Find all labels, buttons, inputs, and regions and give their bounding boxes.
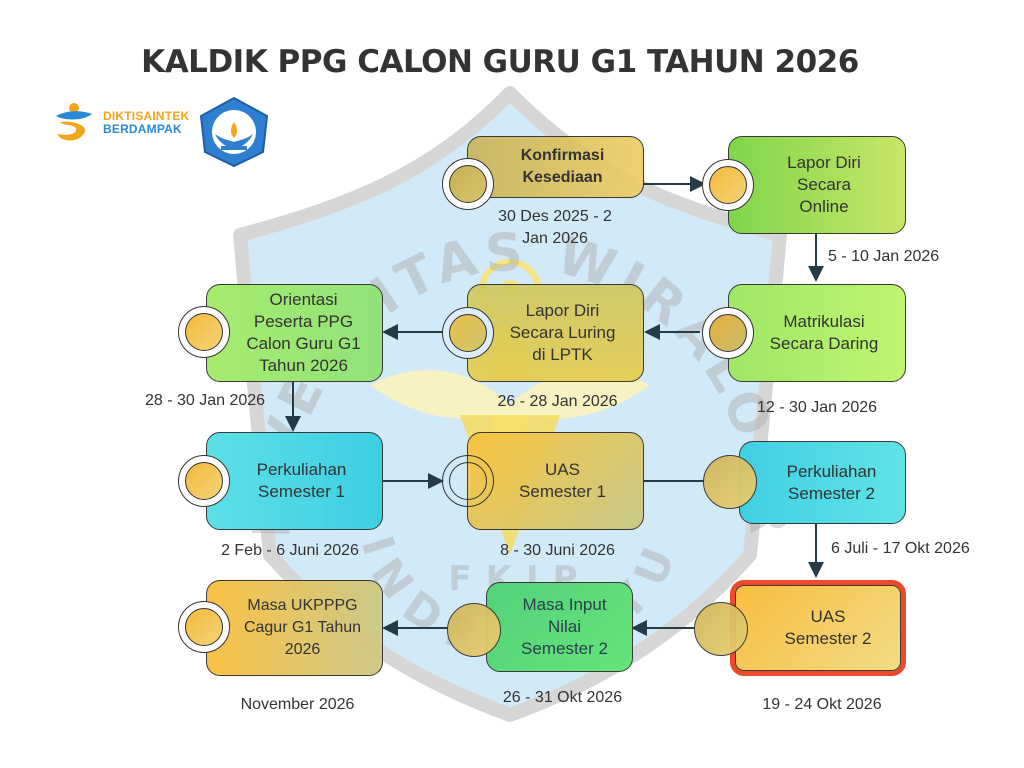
node-uas-semester-1[interactable]: UAS Semester 1 <box>467 432 644 530</box>
node-marker-lapor-luring <box>442 307 494 359</box>
node-label: Perkuliahan Semester 2 <box>786 461 877 503</box>
node-perkuliahan-semester-2[interactable]: Perkuliahan Semester 2 <box>739 441 906 524</box>
node-marker-ukpppg <box>178 601 230 653</box>
date-orientasi: 28 - 30 Jan 2026 <box>144 392 266 409</box>
date-perkuliahan-2: 6 Juli - 17 Okt 2026 <box>831 540 970 557</box>
node-masa-ukpppg[interactable]: Masa UKPPPG Cagur G1 Tahun 2026 <box>206 580 383 676</box>
node-konfirmasi-kesediaan[interactable]: Konfirmasi Kesediaan <box>467 136 644 198</box>
date-perkuliahan-1: 2 Feb - 6 Juni 2026 <box>221 542 359 559</box>
node-marker-matrikulasi <box>702 307 754 359</box>
diktisaintek-line1: DIKTISAINTEK <box>103 109 190 123</box>
date-konfirmasi: 30 Des 2025 - 2 Jan 2026 <box>498 208 612 247</box>
date-input-nilai: 26 - 31 Okt 2026 <box>502 689 623 706</box>
node-label: Lapor Diri Secara Luring di LPTK <box>509 301 616 364</box>
node-marker-uas-2 <box>694 602 748 656</box>
page-title: KALDIK PPG CALON GURU G1 TAHUN 2026 <box>141 44 859 80</box>
node-marker-input-nilai <box>447 603 501 657</box>
date-uas-2: 19 - 24 Okt 2026 <box>762 696 882 713</box>
node-marker-lapor-online <box>702 159 754 211</box>
node-marker-uas-1 <box>442 455 494 507</box>
node-perkuliahan-semester-1[interactable]: Perkuliahan Semester 1 <box>206 432 383 530</box>
node-label: Matrikulasi Secara Daring <box>769 312 879 353</box>
node-label: Perkuliahan Semester 1 <box>256 460 347 501</box>
diktisaintek-logo: DIKTISAINTEK BERDAMPAK <box>52 98 192 148</box>
node-orientasi[interactable]: Orientasi Peserta PPG Calon Guru G1 Tahu… <box>206 284 383 382</box>
node-marker-konfirmasi <box>442 158 494 210</box>
node-label: UAS Semester 1 <box>519 460 606 501</box>
node-marker-orientasi <box>178 306 230 358</box>
node-masa-input-nilai[interactable]: Masa Input Nilai Semester 2 <box>486 582 633 672</box>
node-label: Masa UKPPPG Cagur G1 Tahun 2026 <box>243 597 362 658</box>
node-marker-perkuliahan-1 <box>178 455 230 507</box>
node-label: Konfirmasi Kesediaan <box>520 147 605 186</box>
node-marker-perkuliahan-2 <box>703 455 757 509</box>
node-label: UAS Semester 2 <box>784 607 872 648</box>
node-label: Orientasi Peserta PPG Calon Guru G1 Tahu… <box>246 290 361 375</box>
tut-wuri-handayani-icon <box>199 96 269 168</box>
node-matrikulasi[interactable]: Matrikulasi Secara Daring <box>728 284 906 382</box>
date-matrikulasi: 12 - 30 Jan 2026 <box>756 399 878 416</box>
date-lapor-luring: 26 - 28 Jan 2026 <box>497 393 618 410</box>
node-uas-semester-2[interactable]: UAS Semester 2 <box>730 580 906 676</box>
node-label: Masa Input Nilai Semester 2 <box>521 595 608 658</box>
date-lapor-online: 5 - 10 Jan 2026 <box>828 248 940 265</box>
node-lapor-diri-online[interactable]: Lapor Diri Secara Online <box>728 136 906 234</box>
date-uas-1: 8 - 30 Juni 2026 <box>500 542 615 559</box>
diktisaintek-line2: BERDAMPAK <box>103 122 182 136</box>
node-lapor-diri-luring[interactable]: Lapor Diri Secara Luring di LPTK <box>467 284 644 382</box>
diktisaintek-icon <box>56 103 92 141</box>
date-ukpppg: November 2026 <box>240 696 355 713</box>
node-label: Lapor Diri Secara Online <box>787 153 861 216</box>
